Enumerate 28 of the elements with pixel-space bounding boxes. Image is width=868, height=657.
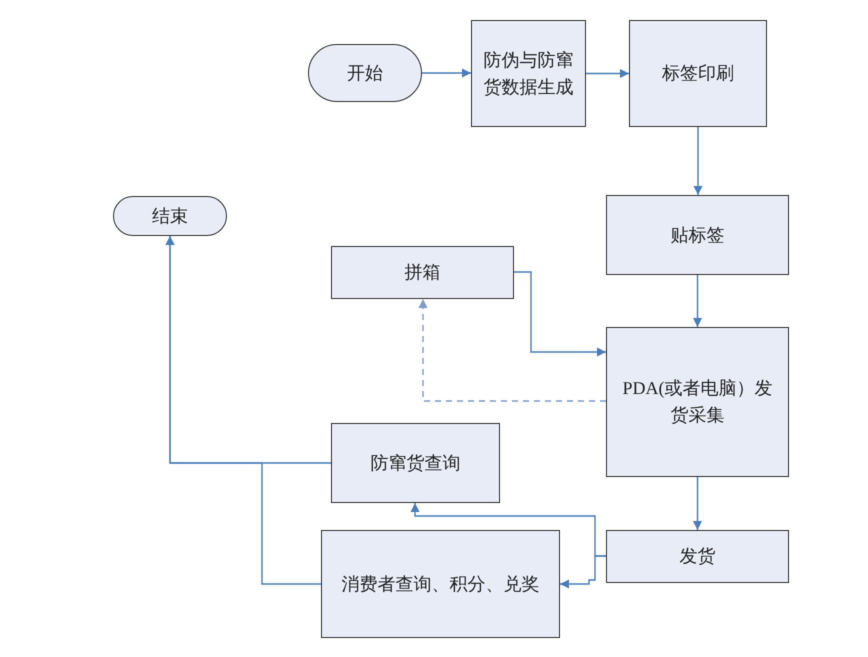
node-label: 发货 bbox=[680, 545, 716, 568]
dashed-arrow bbox=[418, 299, 606, 402]
arrow bbox=[422, 68, 471, 78]
node-label: PDA(或者电脑）发货采集 bbox=[621, 377, 774, 427]
node-label: 标签印刷 bbox=[662, 62, 734, 85]
process-box bbox=[606, 530, 789, 583]
arrow bbox=[586, 69, 629, 78]
arrow bbox=[694, 127, 702, 195]
node-label: 结束 bbox=[152, 204, 188, 228]
process-box bbox=[471, 20, 586, 127]
node-label: 拼箱 bbox=[404, 261, 440, 284]
arrow bbox=[693, 275, 702, 327]
process-box bbox=[629, 20, 767, 127]
process-box bbox=[331, 423, 500, 503]
terminal-pill bbox=[113, 196, 227, 236]
node-label: 防窜货查询 bbox=[370, 452, 460, 474]
arrow bbox=[560, 555, 606, 588]
arrow bbox=[166, 236, 321, 585]
process-box bbox=[606, 327, 789, 477]
process-box bbox=[606, 195, 789, 275]
process-box bbox=[331, 246, 514, 299]
node-label: 贴标签 bbox=[670, 224, 724, 246]
arrow bbox=[693, 477, 702, 530]
node-label: 开始 bbox=[347, 62, 383, 84]
node-label: 防伪与防窜货数据生成 bbox=[482, 48, 574, 98]
process-box bbox=[321, 530, 560, 638]
arrow bbox=[514, 271, 606, 356]
node-label: 消费者查询、积分、兑奖 bbox=[342, 572, 540, 596]
